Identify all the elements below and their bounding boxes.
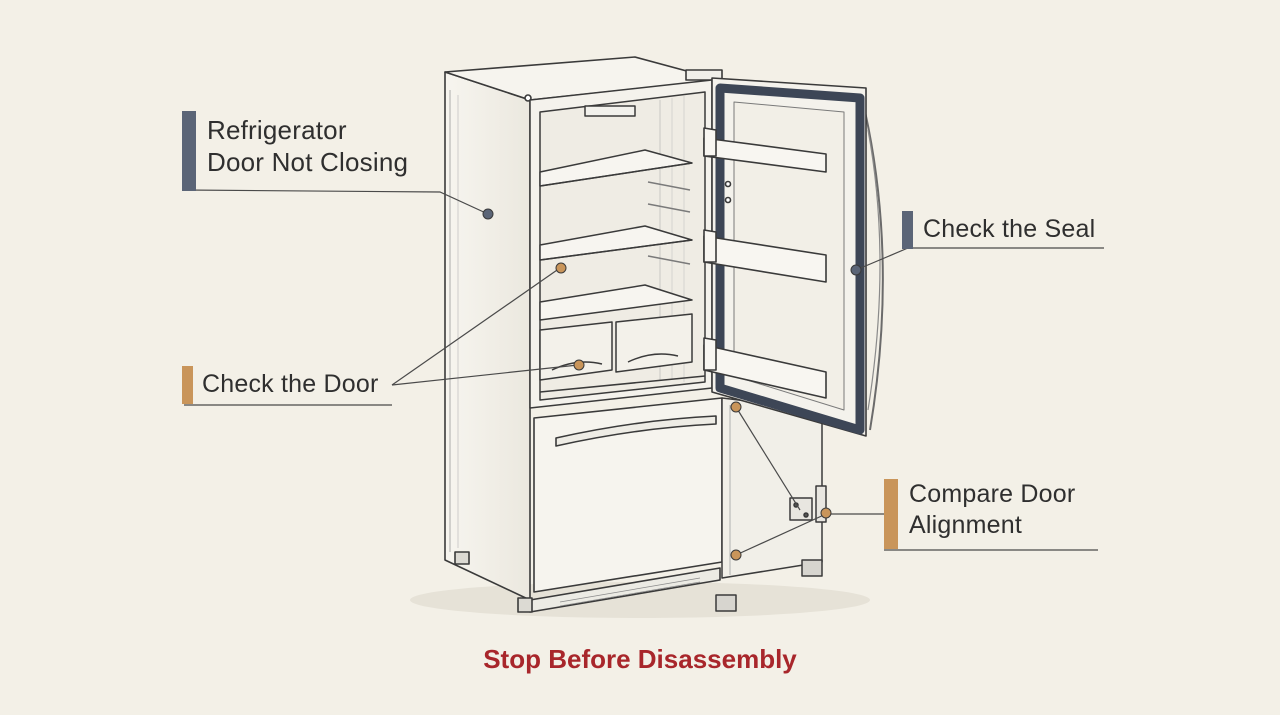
alignment-dot-top (730, 401, 742, 413)
lower-cabinet-frame (715, 397, 827, 612)
title-line-1: Refrigerator (207, 115, 347, 145)
seal-accent-bar (902, 211, 913, 249)
alignment-line-1: Compare Door (909, 480, 1076, 508)
title-connector (183, 189, 489, 215)
alignment-line-2: Alignment (909, 511, 1022, 539)
alignment-connector-upper (735, 406, 801, 511)
door-accent-bar (182, 366, 193, 404)
callout-dots (482, 208, 862, 561)
door-dot-lower (573, 359, 585, 371)
door-connector-upper (391, 267, 561, 386)
hinge-bracket (789, 497, 813, 521)
fridge-interior (529, 79, 713, 409)
open-door (703, 77, 884, 437)
check-seal-label: Check the Seal (923, 215, 1096, 243)
check-door-label: Check the Door (202, 370, 379, 398)
seal-dot (850, 264, 862, 276)
seal-connector (855, 247, 1104, 271)
warning-footer: Stop Before Disassembly (483, 644, 797, 674)
door-gasket-seal (715, 83, 865, 435)
door-dot-upper (555, 262, 567, 274)
freezer-drawer (454, 397, 723, 613)
alignment-connector-lower (735, 513, 827, 556)
title-line-2: Door Not Closing (207, 147, 409, 177)
title-accent-bar (182, 111, 196, 191)
title-label: Refrigerator Door Not Closing (207, 114, 408, 178)
door-bins (703, 127, 827, 399)
alignment-dot-hinge (820, 507, 832, 519)
title-dot (482, 208, 494, 220)
compare-alignment-label: Compare Door Alignment (909, 479, 1075, 541)
alignment-dot-bottom (730, 549, 742, 561)
alignment-accent-bar (884, 479, 898, 549)
door-connector-lower (391, 364, 579, 386)
